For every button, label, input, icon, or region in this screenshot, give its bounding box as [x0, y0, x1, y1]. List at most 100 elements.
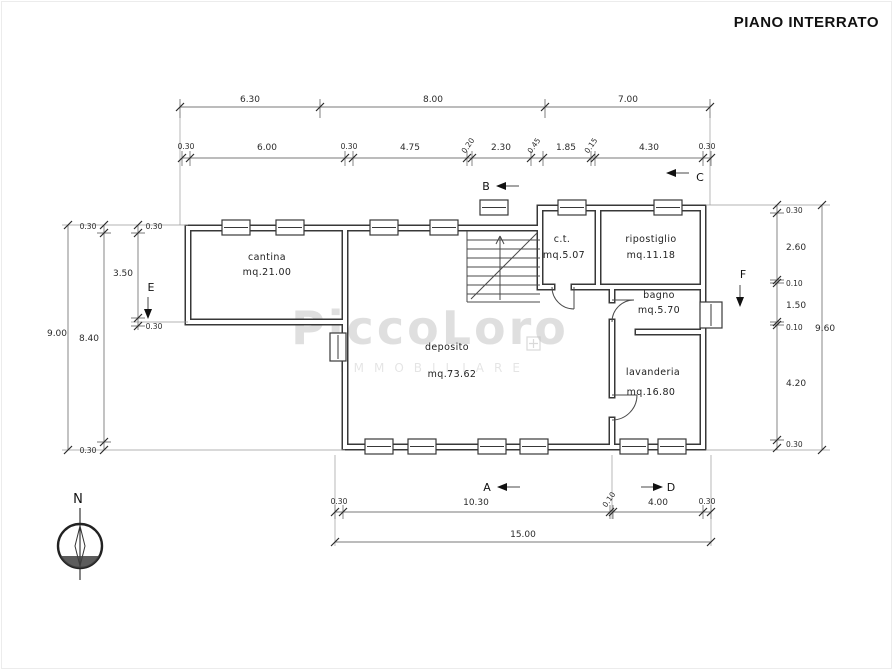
dim-chain-top-overall: 6.30 8.00 7.00 [175, 95, 715, 118]
window-icon [275, 219, 305, 236]
dim-label: 0.15 [582, 136, 599, 155]
north-label: N [73, 492, 83, 507]
section-marker-a: A [483, 481, 520, 494]
room-name-cantina: cantina [248, 252, 286, 263]
section-marker-f: F [736, 268, 746, 307]
dim-label: 0.30 [80, 222, 97, 231]
window-icon [429, 219, 459, 236]
room-area-deposito: mq.73.62 [428, 369, 477, 380]
section-arrow-icon [666, 169, 676, 177]
dim-label: 1.85 [556, 143, 576, 153]
window-icon [221, 219, 251, 236]
dim-label: 6.30 [240, 95, 260, 105]
dim-chain-bottom-detail: 0.30 10.30 0.10 4.00 0.30 [330, 490, 716, 519]
section-marker-d: D [641, 481, 675, 494]
dim-label: 0.30 [341, 142, 358, 151]
dim-label: 0.20 [459, 136, 476, 155]
dim-chain-right-overall: 9.60 [815, 200, 835, 455]
dim-label: 9.00 [47, 329, 67, 339]
window-icon [477, 438, 507, 455]
window-icon [369, 219, 399, 236]
dim-label: 4.30 [639, 143, 659, 153]
room-area-cantina: mq.21.00 [243, 267, 292, 278]
window-icon [329, 332, 347, 362]
section-arrow-icon [497, 483, 507, 491]
dim-label: 0.45 [525, 136, 542, 155]
dim-label: 8.00 [423, 95, 443, 105]
room-name-bagno: bagno [643, 290, 675, 301]
section-arrow-icon [736, 297, 744, 307]
window-icon [657, 438, 687, 455]
svg-text:E: E [148, 281, 155, 294]
dim-label: 15.00 [510, 530, 536, 540]
dim-chain-top-detail: 0.30 6.00 0.30 4.75 0.20 2.30 0.45 1.85 … [177, 136, 716, 166]
dim-label: 7.00 [618, 95, 638, 105]
dim-chain-right-detail: 0.30 2.60 0.10 1.50 0.10 4.20 0.30 [770, 200, 806, 453]
dim-label: 0.30 [699, 497, 716, 506]
dim-label: 1.50 [786, 301, 806, 311]
window-icon [519, 438, 549, 455]
dim-chain-left-overall: 9.00 [47, 220, 73, 455]
watermark-plus-icon [526, 336, 541, 351]
dim-label: 0.30 [786, 206, 803, 215]
door-swings [551, 286, 638, 421]
dim-label: 10.30 [463, 498, 489, 508]
dim-label: 0.30 [786, 440, 803, 449]
door-ct [551, 286, 575, 310]
section-marker-c: C [666, 169, 704, 184]
section-arrow-icon [496, 182, 506, 190]
room-area-ripostiglio: mq.11.18 [627, 250, 676, 261]
window-icon [479, 199, 509, 216]
dim-label: 4.00 [648, 498, 668, 508]
room-area-bagno: mq.5.70 [638, 305, 680, 316]
window-icon [364, 438, 394, 455]
svg-text:C: C [696, 171, 704, 184]
room-name-ripostiglio: ripostiglio [625, 234, 676, 245]
svg-text:D: D [667, 481, 675, 494]
dim-label: 0.30 [80, 446, 97, 455]
window-icon [407, 438, 437, 455]
north-compass: N [56, 492, 104, 580]
dim-label: 2.30 [491, 143, 511, 153]
window-icon [699, 301, 723, 329]
room-name-deposito: deposito [425, 342, 469, 353]
dim-label: 6.00 [257, 143, 277, 153]
dim-chain-left-cantina: 0.30 3.50 0.30 [113, 220, 163, 331]
door-bagno [611, 299, 635, 323]
compass-shading [60, 556, 100, 569]
dim-label: 0.10 [786, 323, 803, 332]
room-area-lavanderia: mq.16.80 [627, 387, 676, 398]
dim-label: 8.40 [79, 334, 99, 344]
svg-text:A: A [483, 481, 491, 494]
dim-label: 2.60 [786, 243, 806, 253]
stairs [466, 231, 540, 303]
page-title: PIANO INTERRATO [733, 14, 879, 31]
dim-label: 3.50 [113, 269, 133, 279]
dim-label: 4.75 [400, 143, 420, 153]
dim-label: 0.30 [146, 322, 163, 331]
dim-label: 0.30 [178, 142, 195, 151]
door-lavanderia [611, 394, 638, 421]
dim-label: 0.30 [146, 222, 163, 231]
room-name-lavanderia: lavanderia [626, 367, 680, 378]
section-arrow-icon [653, 483, 663, 491]
dim-label: 0.10 [600, 490, 617, 509]
svg-text:F: F [740, 268, 746, 281]
windows [221, 199, 723, 455]
room-name-ct: c.t. [554, 234, 571, 245]
dim-chain-left-detail: 0.30 8.40 0.30 [79, 220, 111, 455]
watermark-sub: IMMOBILIARE [340, 361, 530, 375]
section-arrow-icon [144, 309, 152, 319]
section-markers: B C E F A [144, 169, 746, 494]
dim-label: 9.60 [815, 324, 835, 334]
svg-text:B: B [482, 180, 490, 193]
section-marker-e: E [144, 281, 155, 319]
dim-label: 0.10 [786, 279, 803, 288]
window-icon [653, 199, 683, 216]
room-labels: cantina mq.21.00 deposito mq.73.62 c.t. … [243, 234, 680, 398]
dim-chain-bottom-overall: 15.00 [330, 530, 716, 547]
section-marker-b: B [482, 180, 519, 193]
window-icon [619, 438, 649, 455]
